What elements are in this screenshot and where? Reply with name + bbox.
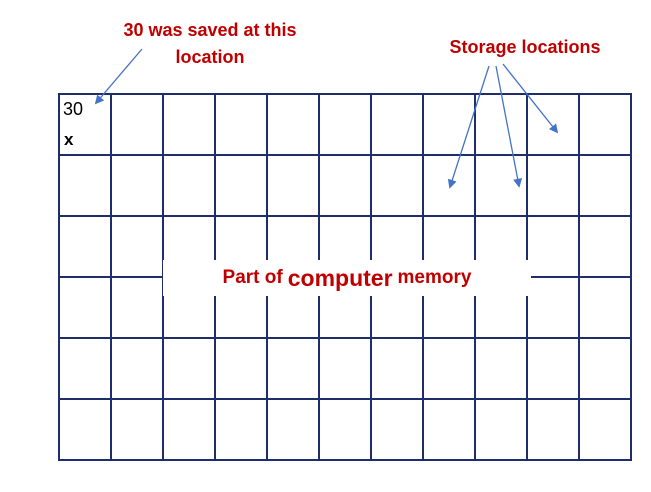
memory-cell [370, 93, 424, 156]
arrow-to-storage-location-2 [495, 65, 523, 188]
storage-locations-callout: Storage locations [449, 37, 601, 57]
memory-cell [318, 398, 372, 461]
memory-cell [318, 337, 372, 400]
memory-cell [318, 154, 372, 217]
memory-cell [214, 337, 268, 400]
memory-cell [266, 93, 320, 156]
memory-cell [422, 398, 476, 461]
memory-cell [422, 93, 476, 156]
memory-label-prefix: Part of [222, 267, 283, 288]
memory-cell [526, 215, 580, 278]
saved-callout-line-2: location [175, 47, 245, 67]
memory-cell [578, 93, 632, 156]
memory-cell [474, 93, 528, 156]
memory-cell [110, 154, 164, 217]
memory-cell [474, 337, 528, 400]
memory-grid [58, 93, 632, 461]
memory-cell [214, 93, 268, 156]
memory-cell [58, 215, 112, 278]
memory-cell [318, 93, 372, 156]
memory-cell [110, 337, 164, 400]
memory-cell [162, 154, 216, 217]
memory-cell [526, 154, 580, 217]
memory-cell [162, 398, 216, 461]
memory-cell [526, 398, 580, 461]
memory-cell [578, 215, 632, 278]
memory-label-suffix: memory [397, 267, 472, 288]
memory-cell [370, 398, 424, 461]
memory-cell [162, 337, 216, 400]
memory-cell [422, 154, 476, 217]
memory-cell [214, 398, 268, 461]
memory-cell [266, 398, 320, 461]
memory-label-emphasis: computer [287, 264, 393, 291]
memory-cell [578, 337, 632, 400]
memory-cell [110, 398, 164, 461]
memory-cell [578, 276, 632, 339]
memory-cell [110, 93, 164, 156]
memory-cell [266, 154, 320, 217]
memory-cell [162, 93, 216, 156]
memory-cell [474, 398, 528, 461]
memory-label: Part of computer memory [163, 260, 531, 296]
arrow-to-storage-location-1 [447, 65, 490, 189]
memory-cell [578, 398, 632, 461]
memory-cell [58, 276, 112, 339]
callout-arrows [94, 48, 559, 189]
memory-cell [58, 337, 112, 400]
memory-cell [266, 337, 320, 400]
cell-value: 30 [63, 99, 84, 119]
memory-cell [422, 337, 476, 400]
memory-cell [58, 154, 112, 217]
memory-cell [214, 154, 268, 217]
saved-location-callout: 30 was saved at this location [100, 17, 320, 71]
memory-cell [370, 154, 424, 217]
memory-cell [58, 398, 112, 461]
arrow-to-first-cell [94, 48, 143, 105]
memory-cell [110, 276, 164, 339]
arrow-to-storage-location-3 [502, 63, 559, 134]
saved-callout-line-1: 30 was saved at this [123, 20, 297, 40]
memory-cell [526, 276, 580, 339]
cell-variable-name: x [64, 130, 74, 149]
memory-cell [370, 337, 424, 400]
memory-cell [526, 337, 580, 400]
memory-cell [110, 215, 164, 278]
memory-cell [578, 154, 632, 217]
